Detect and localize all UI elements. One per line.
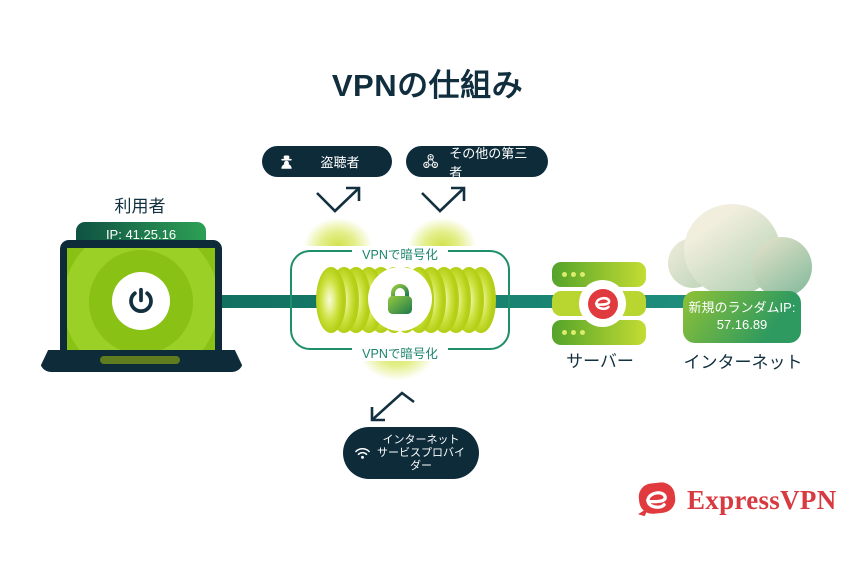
brand-logo: ExpressVPN (636, 481, 837, 519)
group-icon (423, 154, 439, 169)
server-label: サーバー (566, 352, 634, 371)
laptop-screen (67, 248, 215, 350)
expressvpn-icon (587, 288, 618, 319)
laptop-keyboard-slot (100, 356, 180, 364)
server-brand-badge (579, 280, 626, 327)
server-leds (562, 272, 585, 277)
eavesdropper-pill: 盗聴者 (262, 146, 392, 177)
tunnel-label-top: VPNで暗号化 (290, 244, 510, 263)
new-ip-badge: 新規のランダムIP: 57.16.89 (683, 291, 801, 343)
page-title: VPNの仕組み (331, 68, 524, 103)
internet-label: インターネット (683, 353, 803, 372)
power-button (112, 272, 170, 330)
isp-pill: インターネット サービスプロバイ ダー (343, 427, 479, 479)
isp-label-line1: インターネット (382, 433, 460, 446)
wifi-icon (355, 448, 370, 459)
laptop (60, 240, 222, 350)
spy-icon (281, 154, 292, 169)
eavesdropper-label: 盗聴者 (320, 155, 360, 170)
brand-name: ExpressVPN (687, 484, 837, 515)
server-leds (562, 330, 585, 335)
tunnel-label-bottom-text: VPNで暗号化 (352, 347, 448, 361)
deflect-arrow-right-icon (421, 186, 466, 213)
deflect-arrow-down-icon (370, 391, 415, 422)
lock-icon (388, 284, 412, 314)
deflect-arrow-left-icon (316, 186, 361, 213)
new-ip-title: 新規のランダムIP: (688, 300, 796, 315)
deflection-glow-right (400, 206, 484, 246)
isp-label-line2: サービスプロバイ (377, 446, 465, 459)
user-label: 利用者 (114, 197, 166, 216)
new-ip-value: 57.16.89 (716, 317, 768, 332)
expressvpn-icon (638, 482, 676, 517)
deflection-glow-left (296, 206, 380, 246)
isp-label-line3: ダー (410, 459, 432, 472)
tunnel-label-top-text: VPNで暗号化 (352, 248, 448, 262)
encryption-lock-badge (368, 267, 432, 331)
third-parties-pill: その他の第三者 (406, 146, 548, 180)
isp-label: インターネット サービスプロバイ ダー (371, 434, 479, 473)
cloud-part (752, 237, 812, 297)
tunnel-label-bottom: VPNで暗号化 (290, 343, 510, 362)
third-parties-label: その他の第三者 (449, 145, 528, 180)
power-icon (129, 287, 153, 313)
